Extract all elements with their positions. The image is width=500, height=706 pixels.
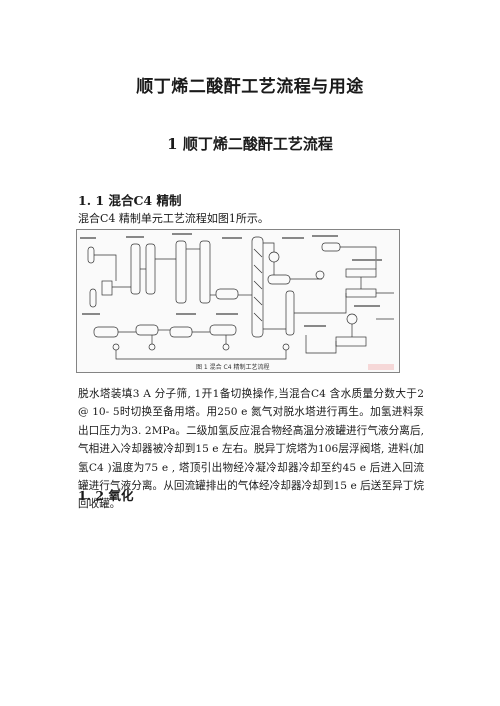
process-flow-diagram: 图 1 混合 C4 精制工艺流程 — [76, 229, 400, 373]
intro-text: 混合C4 精制单元工艺流程如图1所示。 — [78, 212, 269, 225]
process-flow-figure: 图 1 混合 C4 精制工艺流程 — [76, 229, 400, 373]
body-paragraph: 脱水塔装填3 A 分子筛, 1开1备切换操作,当混合C4 含水质量分数大于2 @… — [78, 388, 424, 511]
subsection-heading-1: 1. 1 混合C4 精制 — [78, 193, 182, 208]
section-title: 1 顺丁烯二酸酐工艺流程 — [167, 135, 333, 153]
document-title: 顺丁烯二酸酐工艺流程与用途 — [136, 77, 364, 97]
figure-caption: 图 1 混合 C4 精制工艺流程 — [196, 363, 269, 371]
subsection-heading-2: 1. 2 氧化 — [78, 488, 134, 503]
